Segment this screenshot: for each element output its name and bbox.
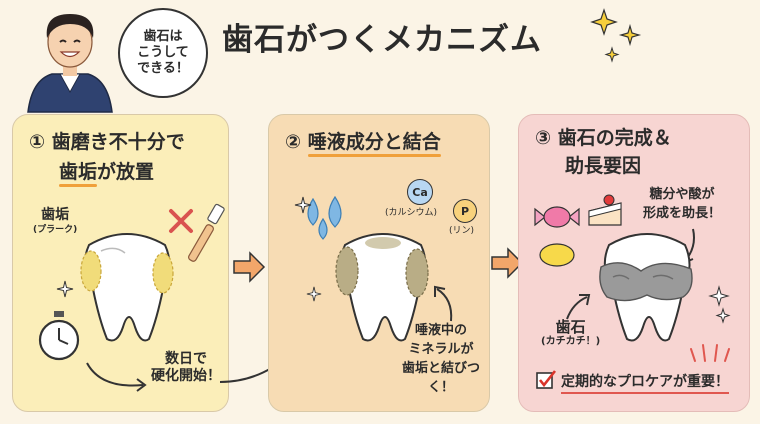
tooth-with-tartar xyxy=(591,227,703,351)
candy-icon xyxy=(533,203,581,235)
phosphorus-bubble: P xyxy=(453,199,477,223)
step-3-panel: ③ 歯石の完成＆ 助長要因 糖分や酸が 形成を助長！ xyxy=(518,114,750,412)
sparkle-icon xyxy=(590,8,650,72)
stopwatch-icon xyxy=(35,311,83,367)
step-1-number: ① xyxy=(29,131,46,153)
speech-bubble: 歯石は こうして できる！ xyxy=(118,8,208,98)
arrow-right-icon xyxy=(490,246,524,284)
tooth-with-plaque xyxy=(71,227,183,351)
step-3-number: ③ xyxy=(535,127,552,149)
sparkle-icon xyxy=(56,280,74,302)
phosphorus-label: (リン) xyxy=(449,226,475,236)
calcium-bubble: Ca xyxy=(407,179,433,205)
bubble-line-2: こうして xyxy=(137,45,189,60)
step-2-title: 唾液成分と結合 xyxy=(307,131,441,157)
step-2-number: ② xyxy=(285,131,302,153)
calcium-label: (カルシウム) xyxy=(385,208,438,218)
lemon-icon xyxy=(537,241,577,273)
pointer-arrow-icon xyxy=(429,283,459,327)
step-1-panel: ① 歯磨き不十分で 歯垢が放置 歯垢 (プラーク) 数日で xyxy=(12,114,229,412)
bubble-line-1: 歯石は xyxy=(143,29,183,44)
doctor-illustration xyxy=(22,0,118,113)
plaque-label: 歯垢 (プラーク) xyxy=(33,207,78,235)
saliva-drops-icon xyxy=(299,195,359,243)
tooth-mineralizing xyxy=(327,227,439,351)
pointer-arrow-icon xyxy=(563,291,593,325)
curved-arrow-icon xyxy=(85,359,151,399)
bubble-line-3: できる！ xyxy=(137,61,189,76)
cake-icon xyxy=(585,191,625,235)
sugar-acid-label: 糖分や酸が 形成を助長！ xyxy=(643,187,722,221)
tartar-label: 歯石 (カチカチ！) xyxy=(541,318,601,348)
sparkle-icon xyxy=(708,285,733,329)
page-title: 歯石がつくメカニズム xyxy=(222,22,542,58)
step-1-title-line2: が放置 xyxy=(97,161,155,183)
regular-care-label: 定期的なプロケアが重要！ xyxy=(561,371,729,394)
sparkle-icon xyxy=(294,196,312,218)
step-2-panel: ② 唾液成分と結合 Ca (カルシウム) P (リン) 唾液中の xyxy=(268,114,490,412)
emphasis-lines-icon xyxy=(689,341,730,367)
arrow-right-icon xyxy=(232,250,266,288)
step-3-title-line1: 歯石の完成＆ xyxy=(557,127,672,149)
step-1-title-line1: 歯磨き不十分で xyxy=(51,131,185,153)
step-3-title-line2: 助長要因 xyxy=(565,155,642,177)
sparkle-icon xyxy=(306,286,322,306)
harden-label: 数日で 硬化開始！ xyxy=(151,351,221,384)
no-toothbrush-icon xyxy=(163,203,227,263)
step-1-title-highlight: 歯垢 xyxy=(59,161,98,187)
mineral-label: 唾液中の ミネラルが 歯垢と結びつく！ xyxy=(401,323,480,395)
check-icon xyxy=(535,369,557,395)
